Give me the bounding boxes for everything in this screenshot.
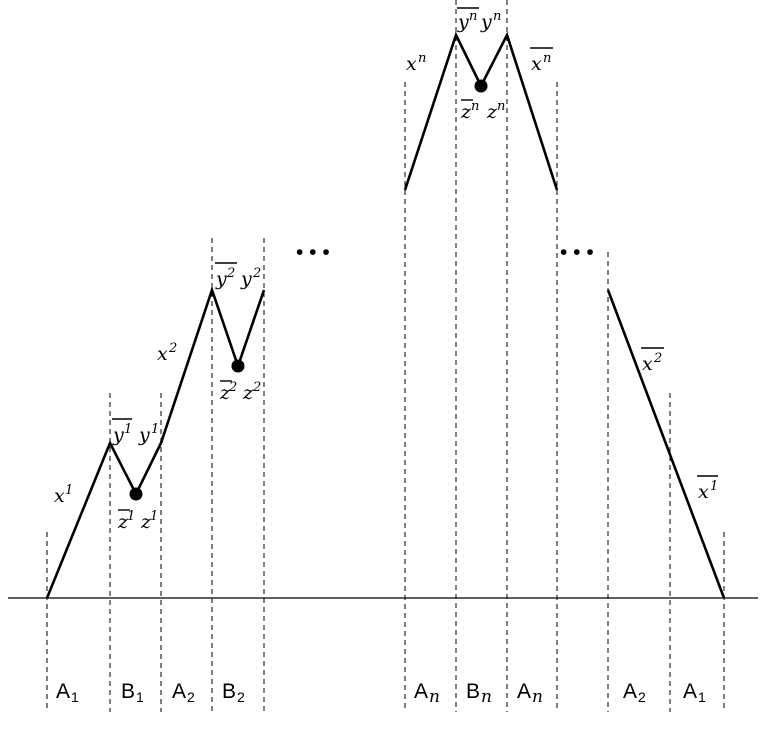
label-x2: x 2 xyxy=(157,341,177,365)
svg-text:A: A xyxy=(414,680,428,703)
svg-text:1: 1 xyxy=(127,509,135,524)
svg-text:1: 1 xyxy=(150,509,158,524)
region-label: B n xyxy=(466,680,492,707)
svg-text:1: 1 xyxy=(124,422,132,437)
region-label: A 1 xyxy=(683,680,706,705)
svg-text:n: n xyxy=(418,51,426,66)
svg-text:1: 1 xyxy=(710,479,718,494)
svg-text:y: y xyxy=(112,424,124,446)
label-zn: z n xyxy=(486,99,505,123)
svg-text:n: n xyxy=(481,687,492,707)
svg-text:n: n xyxy=(471,99,479,114)
svg-text:B: B xyxy=(222,680,236,703)
region-label: A 1 xyxy=(56,680,79,705)
svg-text:2: 2 xyxy=(226,266,235,281)
svg-text:1: 1 xyxy=(698,689,706,705)
region-label: A n xyxy=(517,680,543,707)
svg-text:n: n xyxy=(469,9,477,24)
label-x1: x 1 xyxy=(54,483,73,507)
svg-text:x: x xyxy=(642,353,653,375)
segment-left-ascent xyxy=(45,285,266,599)
svg-text:2: 2 xyxy=(237,689,245,705)
svg-text:A: A xyxy=(683,680,697,703)
region-label: A 2 xyxy=(623,680,646,705)
svg-text:y: y xyxy=(457,11,469,33)
svg-text:2: 2 xyxy=(168,341,177,356)
svg-text:2: 2 xyxy=(252,266,261,281)
svg-text:A: A xyxy=(517,680,531,703)
segment-right-descent xyxy=(606,289,726,599)
label-y2: y 2 xyxy=(240,266,261,290)
region-label: A n xyxy=(414,680,440,707)
svg-text:1: 1 xyxy=(151,422,159,437)
label-zn-bar: z n xyxy=(460,99,479,123)
label-yn: y n xyxy=(480,9,501,33)
svg-text:1: 1 xyxy=(136,689,144,705)
svg-text:2: 2 xyxy=(653,351,662,366)
label-x2-bar: x 2 xyxy=(641,347,664,375)
svg-text:A: A xyxy=(172,680,186,703)
svg-text:n: n xyxy=(429,687,440,707)
svg-text:B: B xyxy=(121,680,135,703)
svg-text:z: z xyxy=(486,101,498,123)
label-xn: x n xyxy=(406,51,426,75)
svg-text:1: 1 xyxy=(65,483,73,498)
svg-text:z: z xyxy=(460,101,472,123)
svg-text:2: 2 xyxy=(187,689,195,705)
svg-text:x: x xyxy=(157,343,168,365)
region-separators xyxy=(46,0,725,712)
svg-text:2: 2 xyxy=(638,689,646,705)
svg-text:x: x xyxy=(698,481,709,503)
svg-text:z: z xyxy=(140,511,152,533)
svg-text:z: z xyxy=(117,511,129,533)
label-x1-bar: x 1 xyxy=(697,475,718,503)
vertex-z2 xyxy=(231,359,245,373)
label-y2-bar: y 2 xyxy=(215,262,237,290)
svg-text:z: z xyxy=(219,382,231,404)
label-xn-bar: x n xyxy=(530,47,553,75)
region-labels: A 1 B 1 A 2 B 2 A n B n A n A 2 xyxy=(56,680,706,707)
ellipsis-left: • • • xyxy=(296,241,330,264)
svg-text:2: 2 xyxy=(252,380,261,395)
svg-text:n: n xyxy=(497,99,505,114)
svg-text:1: 1 xyxy=(71,689,79,705)
label-z2-bar: z 2 xyxy=(219,380,237,404)
region-label: B 2 xyxy=(222,680,245,705)
svg-text:B: B xyxy=(466,680,480,703)
svg-text:y: y xyxy=(138,424,150,446)
svg-text:x: x xyxy=(531,53,542,75)
svg-text:z: z xyxy=(242,382,254,404)
label-z2: z 2 xyxy=(242,380,261,404)
vertex-z1 xyxy=(129,487,143,501)
svg-text:n: n xyxy=(543,51,551,66)
ellipsis-right: • • • xyxy=(560,241,594,264)
svg-text:A: A xyxy=(623,680,637,703)
svg-text:A: A xyxy=(56,680,70,703)
svg-text:2: 2 xyxy=(228,380,237,395)
svg-text:x: x xyxy=(54,485,65,507)
svg-text:y: y xyxy=(215,268,227,290)
region-label: A 2 xyxy=(172,680,195,705)
label-y1: y 1 xyxy=(138,422,159,446)
label-y1-bar: y 1 xyxy=(112,418,132,446)
label-z1: z 1 xyxy=(140,509,158,533)
label-z1-bar: z 1 xyxy=(117,509,135,533)
svg-text:n: n xyxy=(532,687,543,707)
vertex-zn xyxy=(474,79,488,93)
svg-text:x: x xyxy=(406,53,417,75)
region-label: B 1 xyxy=(121,680,144,705)
svg-text:y: y xyxy=(480,11,492,33)
svg-text:y: y xyxy=(240,268,252,290)
label-yn-bar: y n xyxy=(457,7,479,33)
svg-text:n: n xyxy=(493,9,501,24)
